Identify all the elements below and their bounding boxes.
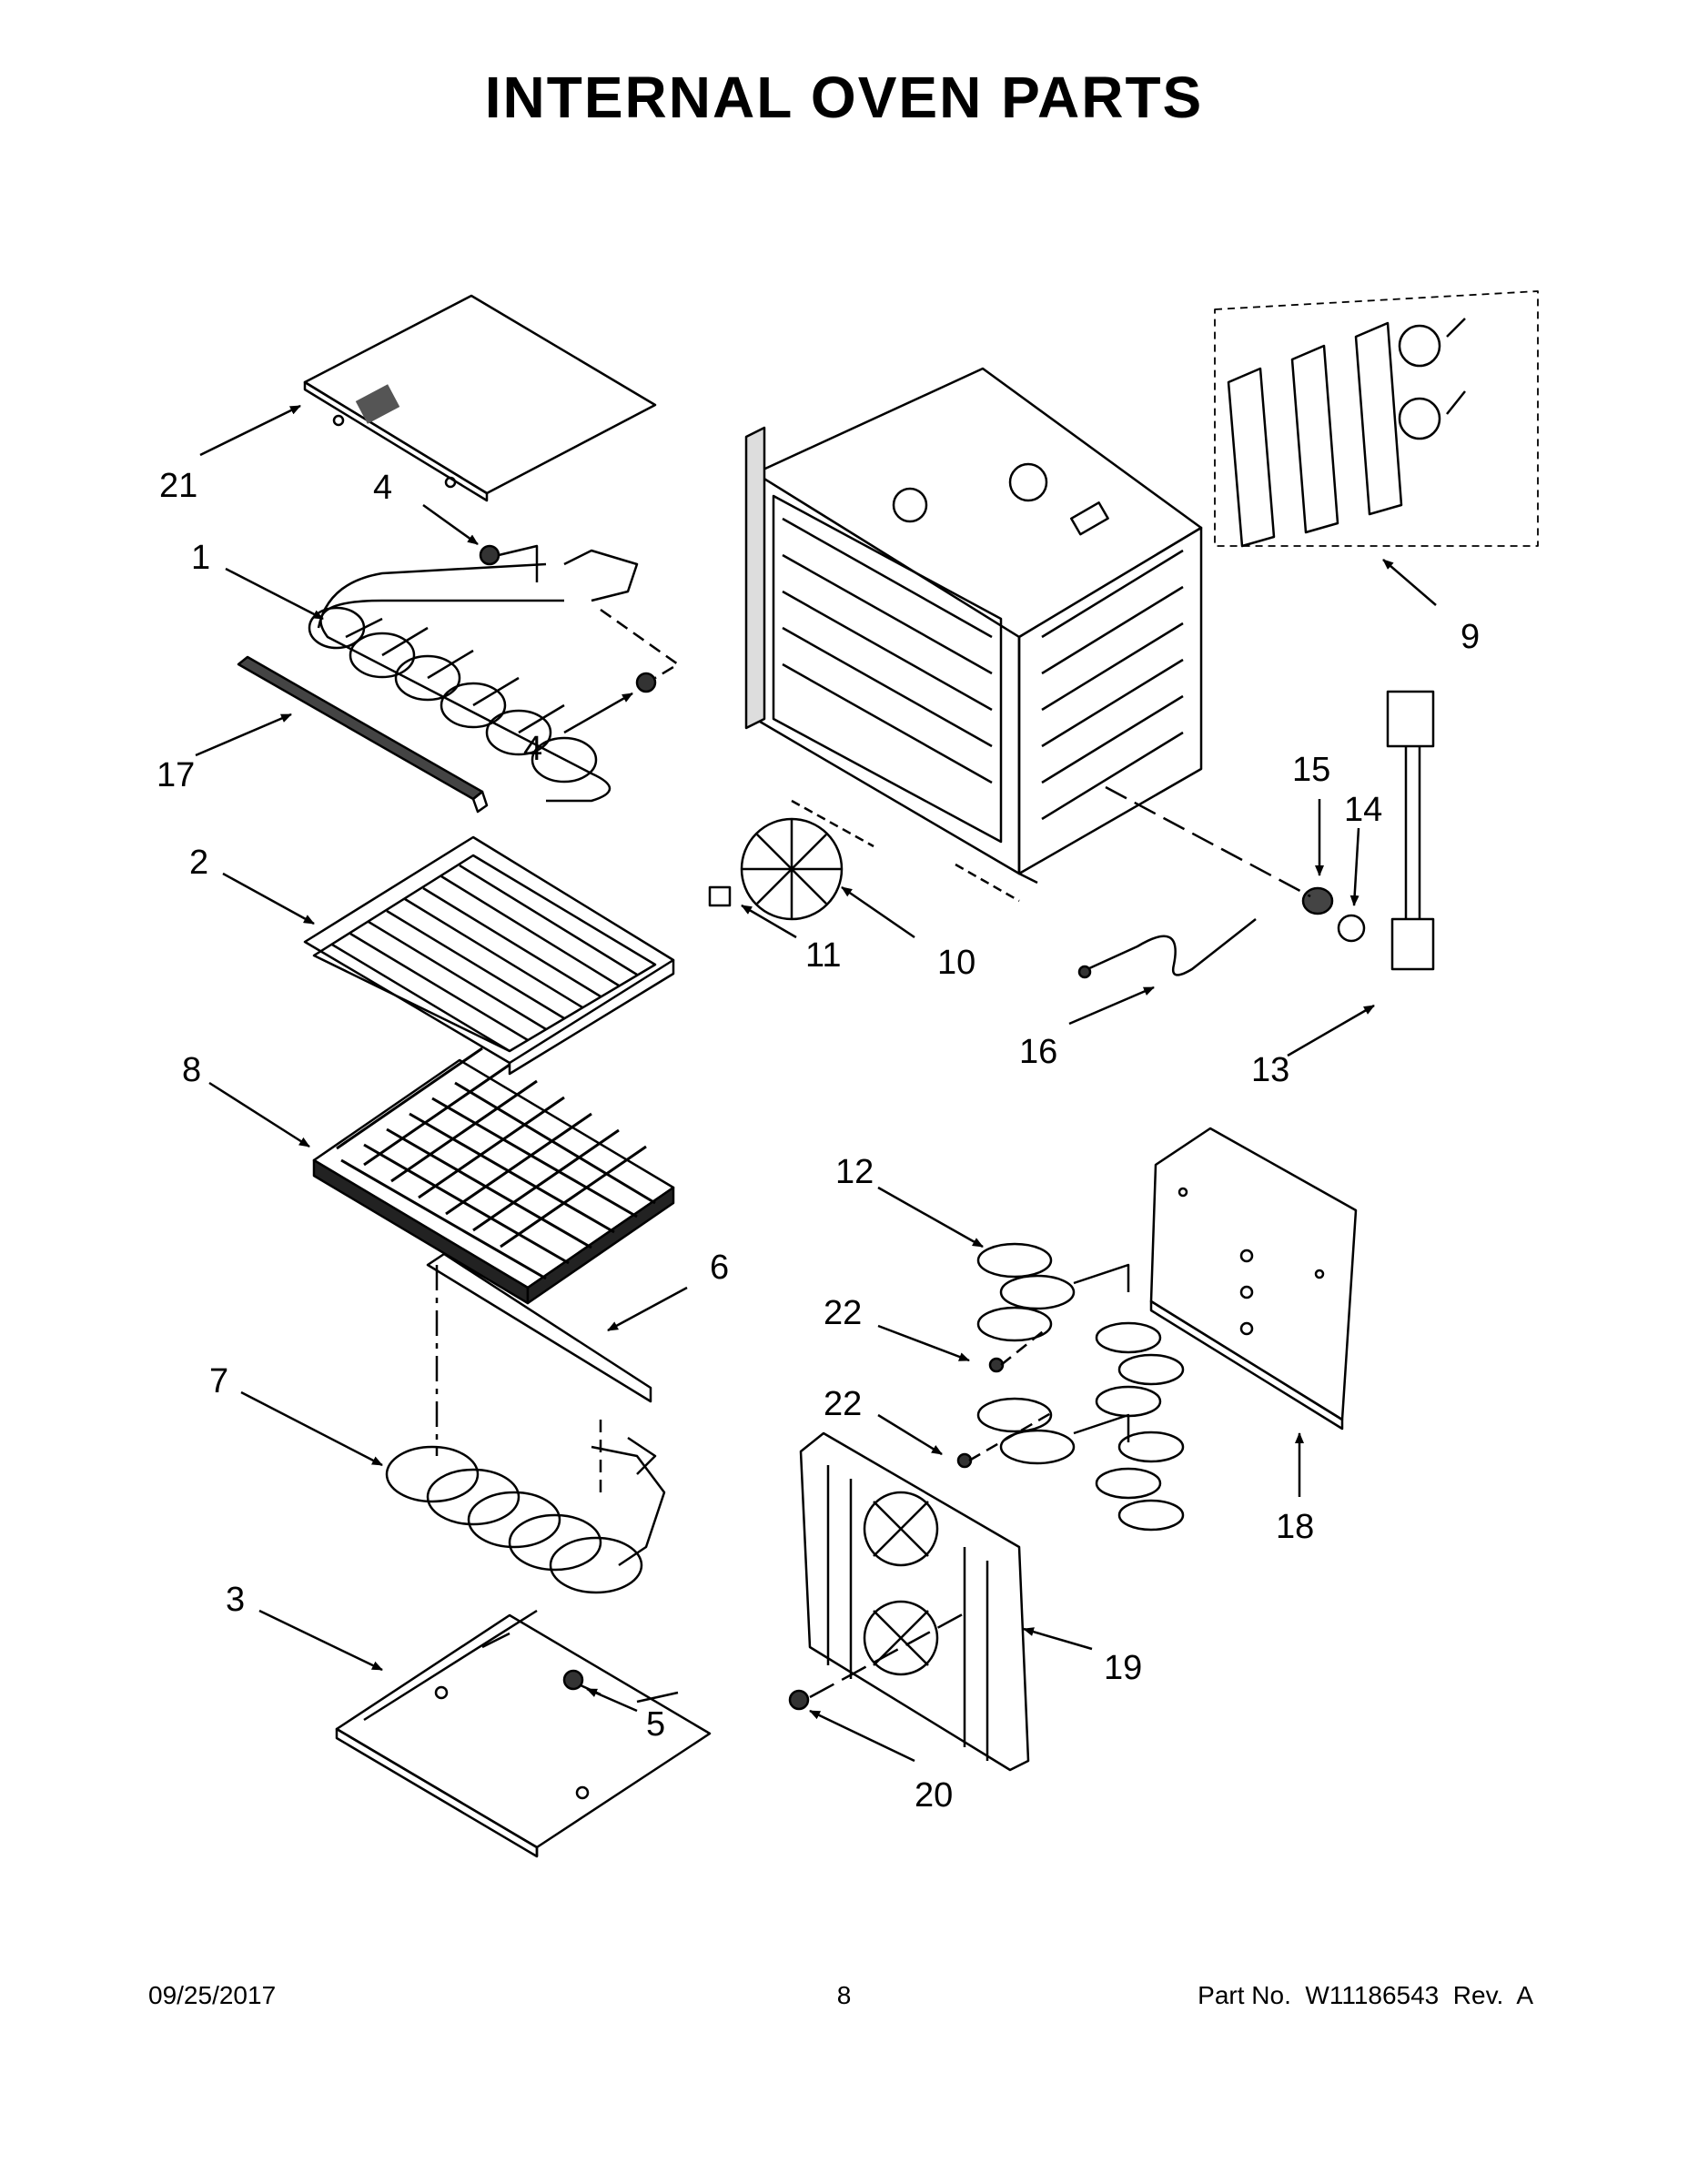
bake-element-part-7 <box>385 1420 666 1594</box>
callout-2: 2 <box>189 844 208 882</box>
callout-5: 5 <box>646 1705 665 1744</box>
callout-14: 14 <box>1344 791 1382 829</box>
callout-1: 1 <box>191 539 210 577</box>
footer-page-number: 8 <box>836 1981 852 2009</box>
bracket-assembly-part-9 <box>1214 290 1539 548</box>
callout-arrows <box>195 404 1437 1763</box>
callout-15: 15 <box>1292 751 1330 789</box>
fan-cover-part-19 <box>799 1431 1030 1772</box>
callout-3: 3 <box>226 1581 245 1619</box>
fan-blade-part-10 <box>740 817 844 921</box>
callout-9: 9 <box>1461 618 1480 656</box>
element-shield-part-6 <box>426 1252 652 1456</box>
convection-element-part-12 <box>976 1242 1185 1532</box>
temperature-sensor-part-16 <box>1077 918 1257 979</box>
callout-4-top: 4 <box>373 469 392 507</box>
callout-6: 6 <box>710 1249 729 1287</box>
callout-7: 7 <box>209 1362 228 1400</box>
rear-panel-part-18 <box>1149 1127 1358 1431</box>
footer-part-number: Part No. W11186543 Rev. A <box>1198 1981 1533 2009</box>
fan-nut-part-11 <box>708 885 732 907</box>
sliding-rack-part-8 <box>312 1046 675 1305</box>
washer-part-14 <box>1337 914 1366 943</box>
motor-assembly-part-13 <box>1386 690 1435 971</box>
callout-20: 20 <box>915 1776 953 1815</box>
callout-12: 12 <box>835 1153 874 1191</box>
footer-date: 09/25/2017 <box>148 1981 277 2009</box>
callout-16: 16 <box>1019 1033 1057 1071</box>
callout-11: 11 <box>805 936 841 975</box>
oven-rack-part-2 <box>303 835 675 1076</box>
page-title: INTERNAL OVEN PARTS <box>484 65 1204 130</box>
callout-13: 13 <box>1251 1051 1289 1089</box>
top-panel-part-21 <box>303 294 657 502</box>
callout-10: 10 <box>937 944 975 982</box>
callout-8: 8 <box>182 1051 201 1089</box>
callout-18: 18 <box>1276 1508 1314 1546</box>
element-screw-part-22 <box>956 1328 1056 1469</box>
callout-22-upper: 22 <box>824 1294 862 1332</box>
element-screw-part-4 <box>479 544 680 693</box>
callout-21: 21 <box>159 467 197 505</box>
cover-screw-part-20 <box>788 1609 970 1711</box>
callout-22-lower: 22 <box>824 1385 862 1423</box>
callout-19: 19 <box>1104 1649 1142 1687</box>
deflector-strip-part-17 <box>237 655 489 814</box>
callout-17: 17 <box>157 756 195 794</box>
broil-element-part-1 <box>308 549 639 803</box>
oven-cavity <box>744 367 1203 903</box>
bushing-part-15 <box>1301 886 1334 915</box>
callout-4-lower: 4 <box>523 730 542 768</box>
bottom-panel-part-3 <box>335 1609 712 1858</box>
